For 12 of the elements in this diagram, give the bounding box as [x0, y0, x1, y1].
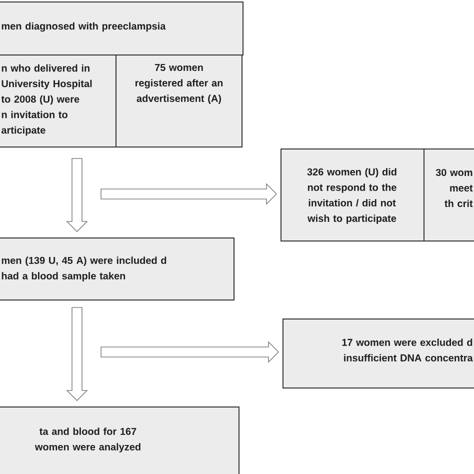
- process-box: men diagnosed with preeclampsia: [0, 2, 244, 56]
- block-arrow: [100, 183, 278, 205]
- process-box: ta and blood for 167 women were analyzed: [0, 406, 240, 474]
- process-box: 30 wom meet th crit: [424, 148, 474, 242]
- process-box: n who delivered in University Hospital to 2008 (U) were n invitation to articipate: [0, 54, 116, 148]
- process-box: men (139 U, 45 A) were included d had a blood sample taken: [0, 238, 234, 300]
- process-box: 17 women were excluded d insufficient DNA concentra: [282, 318, 474, 388]
- process-box: 75 women registered after an advertisement (A): [116, 54, 242, 148]
- node-label: 30 wom meet th crit: [436, 168, 473, 208]
- block-arrow: [66, 307, 88, 402]
- block-arrow: [100, 341, 280, 363]
- block-arrow: [66, 158, 88, 232]
